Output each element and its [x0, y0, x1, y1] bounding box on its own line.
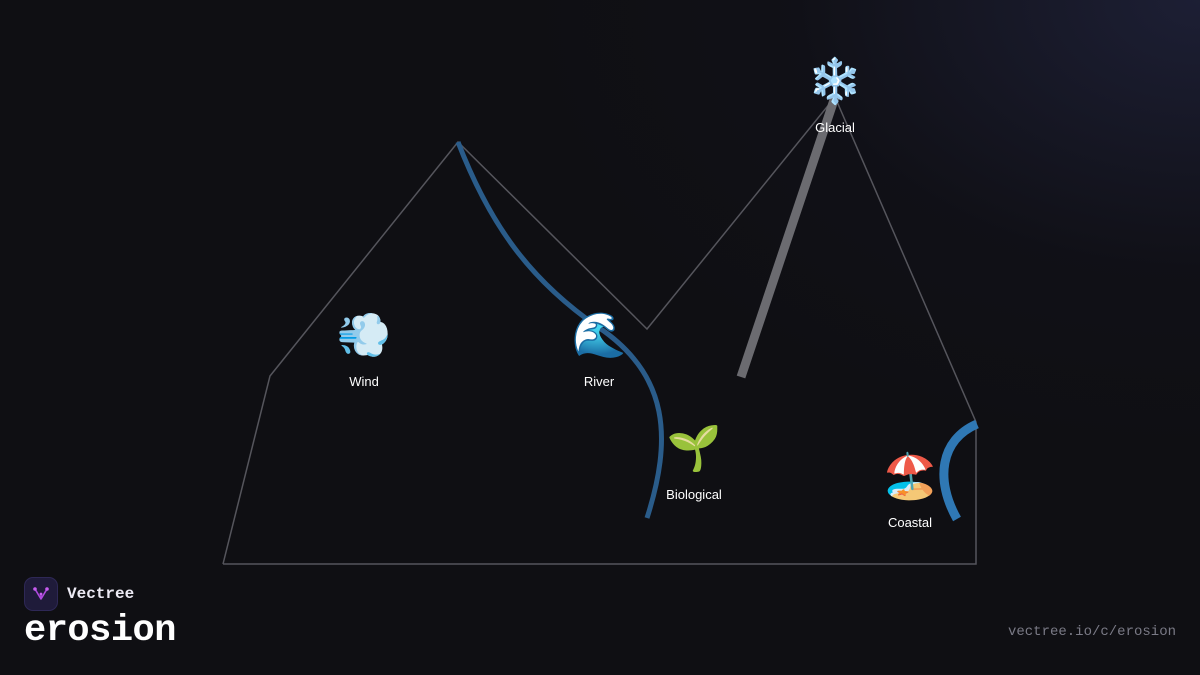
node-coastal[interactable]: 🏖️ Coastal	[883, 451, 938, 530]
beach-umbrella-icon: 🏖️	[883, 451, 938, 502]
wind-icon: 💨	[337, 310, 392, 361]
seedling-icon: 🌱	[667, 423, 722, 474]
node-wind[interactable]: 💨 Wind	[337, 310, 392, 389]
node-label-biological: Biological	[666, 487, 722, 502]
node-label-glacial: Glacial	[815, 120, 855, 135]
node-label-wind: Wind	[349, 374, 379, 389]
edge-river-biological	[596, 324, 664, 519]
edge-river-peak	[455, 141, 600, 330]
edge-coastal-shore	[939, 419, 979, 522]
page-url[interactable]: vectree.io/c/erosion	[1007, 624, 1176, 640]
vectree-logo-icon	[24, 577, 58, 611]
edge-glacial-slope	[736, 95, 840, 379]
brand-name: Vectree	[67, 585, 135, 603]
page-title: erosion	[24, 610, 176, 652]
snowflake-icon: ❄️	[808, 56, 863, 107]
node-label-river: River	[584, 374, 615, 389]
brand[interactable]: Vectree	[24, 577, 134, 611]
node-biological[interactable]: 🌱 Biological	[666, 423, 722, 502]
node-label-coastal: Coastal	[888, 515, 932, 530]
wave-icon: 🌊	[572, 310, 627, 361]
node-glacial[interactable]: ❄️ Glacial	[808, 56, 863, 135]
mountain-outline	[222, 95, 977, 565]
node-river[interactable]: 🌊 River	[572, 310, 627, 389]
